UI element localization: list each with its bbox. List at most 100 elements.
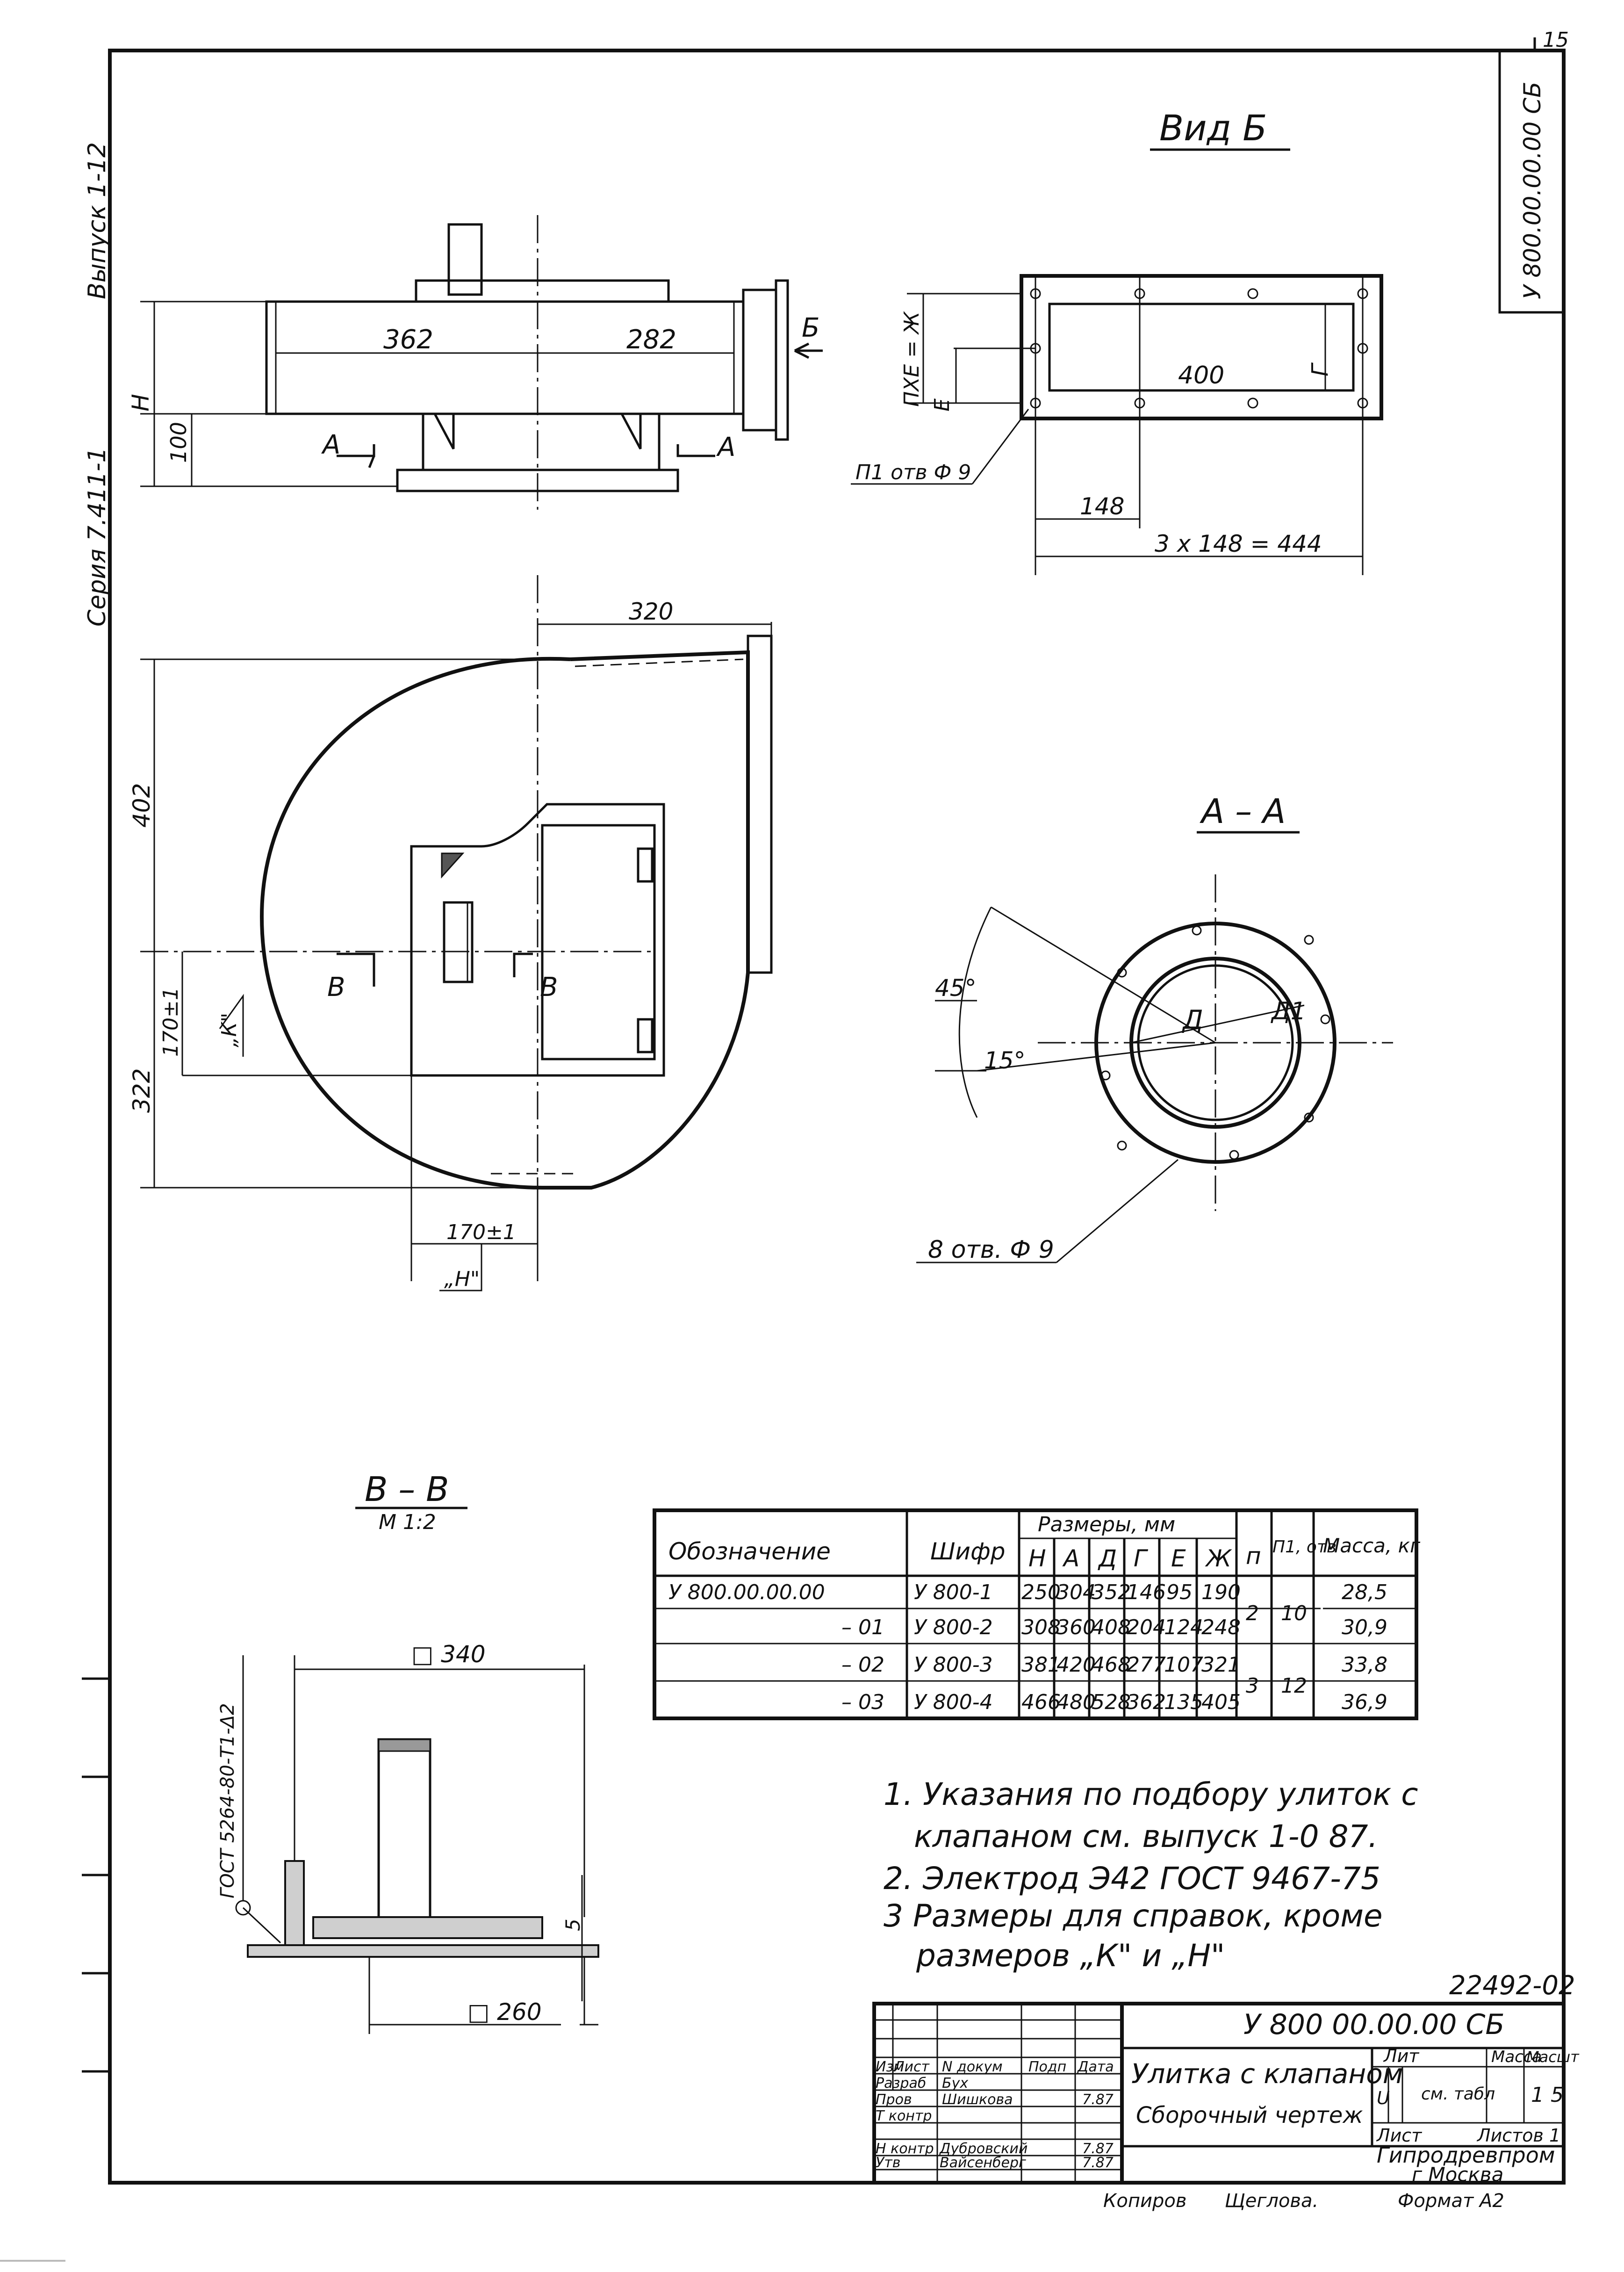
view-arrow-b-label: Б — [802, 313, 819, 343]
tb-masht-header: Масшт — [1526, 2048, 1580, 2066]
footer-copied-label: Копиров — [1103, 2190, 1186, 2212]
section-vv-scale: М 1:2 — [379, 1510, 436, 1534]
tb-label: Вайсенберг — [940, 2155, 1026, 2171]
table-header: П1, отв — [1272, 1537, 1337, 1557]
title-doc-code: У 800 00.00.00 СБ — [1243, 2008, 1505, 2041]
side-dim-170-vertical: 170±1 — [159, 987, 183, 1057]
table-cell: – 01 — [841, 1616, 884, 1639]
table-cell: – 03 — [841, 1690, 884, 1714]
left-margin-ticks — [0, 1677, 110, 2262]
section-aa-holes-note: 8 отв. Ф 9 — [928, 1236, 1054, 1264]
tb-label: Шишкова — [942, 2092, 1013, 2108]
footer-copier-name: Щеглова. — [1225, 2190, 1318, 2212]
table-cell: 33,8 — [1342, 1653, 1387, 1677]
view-b-holes-note: П1 отв Ф 9 — [855, 461, 971, 484]
table-cell: 308 — [1021, 1616, 1061, 1639]
table-cell: У 800-2 — [914, 1616, 993, 1639]
table-cell: 480 — [1056, 1690, 1096, 1714]
table-cell: 528 — [1092, 1690, 1131, 1714]
archive-number: 22492-02 — [1449, 1970, 1575, 2001]
general-notes: 1. Указания по подбору улиток с клапаном… — [884, 1776, 1418, 1974]
table-header: Г — [1134, 1545, 1149, 1572]
side-dim-322: 322 — [128, 1068, 155, 1113]
table-header: Масса, кг — [1323, 1534, 1421, 1557]
table-cell: 204 — [1127, 1616, 1166, 1639]
note-line: 3 Размеры для справок, кроме — [884, 1898, 1383, 1934]
designation-box — [1498, 49, 1565, 314]
table-header: А — [1062, 1545, 1079, 1572]
tb-city: г Москва — [1412, 2163, 1503, 2186]
section-aa-title: А – А — [1200, 792, 1286, 831]
table-cell: 321 — [1201, 1653, 1241, 1677]
table-header: Е — [1171, 1545, 1186, 1572]
front-dim-362: 362 — [383, 325, 433, 355]
table-cell: 10 — [1281, 1601, 1307, 1625]
note-line: размеров „К" и „Н" — [916, 1938, 1225, 1974]
table-cell: 30,9 — [1342, 1616, 1387, 1639]
tb-massa-header: Масса — [1491, 2048, 1542, 2066]
tb-lit-header: Лит — [1383, 2046, 1420, 2066]
side-label-k: „К" — [217, 1013, 241, 1047]
section-aa-flange — [916, 874, 1393, 1263]
table-cell: 3 — [1246, 1674, 1259, 1698]
section-aa-angle-15: 15° — [984, 1047, 1026, 1074]
view-b-dim-3x148: 3 х 148 = 444 — [1155, 530, 1322, 557]
table-row: – 03 У 800-4 466 480 528 362 135 405 36,… — [841, 1690, 1387, 1714]
tb-label: Утв — [876, 2155, 900, 2171]
tb-organization: Гипродревпром — [1377, 2142, 1555, 2168]
left-issue-label: Выпуск 1-12 — [83, 142, 111, 299]
section-vv-title: В – В — [365, 1470, 449, 1509]
section-aa-dim-d: Д — [1181, 1005, 1203, 1035]
side-dim-320: 320 — [629, 598, 673, 625]
tb-label: Пров — [876, 2092, 912, 2108]
tb-label: Бух — [942, 2075, 968, 2092]
cut-b-right-label: В — [540, 972, 558, 1003]
left-series-label: Серия 7.411-1 — [83, 447, 111, 627]
table-cell: 28,5 — [1342, 1580, 1387, 1604]
tb-sheets-label: Листов 1 — [1476, 2125, 1560, 2146]
table-header: Д — [1098, 1545, 1117, 1572]
view-b-dim-e: Е — [930, 398, 954, 411]
note-line: 1. Указания по подбору улиток с — [884, 1776, 1418, 1812]
front-dim-h: Н — [127, 394, 154, 411]
view-b-flange — [851, 274, 1383, 575]
outer-frame — [108, 49, 1566, 2185]
table-cell: 362 — [1127, 1690, 1166, 1714]
table-cell: 304 — [1056, 1580, 1096, 1604]
table-header: Обозначение — [668, 1538, 831, 1565]
front-dim-100: 100 — [166, 422, 191, 463]
section-vv-detail — [235, 1655, 599, 2034]
title-product-name: Улитка с клапаном — [1131, 2058, 1403, 2090]
spec-table — [653, 1508, 1418, 1720]
note-line: клапаном см. выпуск 1-0 87. — [914, 1818, 1378, 1854]
table-cell: 381 — [1021, 1653, 1061, 1677]
front-dim-282: 282 — [626, 325, 676, 355]
table-headers: Обозначение Шифр Н А Д Г Е Ж п П1, отв М… — [668, 1534, 1421, 1572]
table-cell: 468 — [1092, 1653, 1131, 1677]
table-cell: 12 — [1281, 1674, 1307, 1698]
tb-lit-value: U — [1377, 2088, 1390, 2108]
table-cell: 248 — [1201, 1616, 1241, 1639]
title-doc-type: Сборочный чертеж — [1136, 2102, 1363, 2128]
table-cell: 135 — [1164, 1690, 1203, 1714]
view-b-dim-g: Г — [1307, 362, 1333, 376]
section-vv-dim-260: □ 260 — [467, 1998, 542, 2026]
tb-massa-value: см. табл — [1421, 2084, 1495, 2104]
tb-label: 7.87 — [1082, 2155, 1114, 2171]
table-cell: 352 — [1092, 1580, 1131, 1604]
tb-label: Н контр — [876, 2141, 934, 2157]
table-cell: – 02 — [841, 1653, 884, 1677]
section-aa-dim-d1: Д1 — [1271, 997, 1306, 1025]
tb-label: 7.87 — [1082, 2141, 1114, 2157]
table-cell: 2 — [1246, 1601, 1259, 1625]
tb-label: N докум — [942, 2059, 1003, 2075]
table-cell: У 800-4 — [914, 1690, 993, 1714]
table-header: Ж — [1205, 1545, 1232, 1572]
tb-label: Т контр — [876, 2108, 932, 2124]
section-vv-weld-note: ГОСТ 5264-80-Т1-Δ2 — [217, 1703, 238, 1898]
table-header: Шифр — [930, 1538, 1005, 1565]
table-cell: 277 — [1127, 1653, 1166, 1677]
table-cell: 95 — [1166, 1580, 1193, 1604]
title-block-labels: Изм Лист N докум Подп Дата Разраб Бух Пр… — [876, 2059, 1114, 2171]
